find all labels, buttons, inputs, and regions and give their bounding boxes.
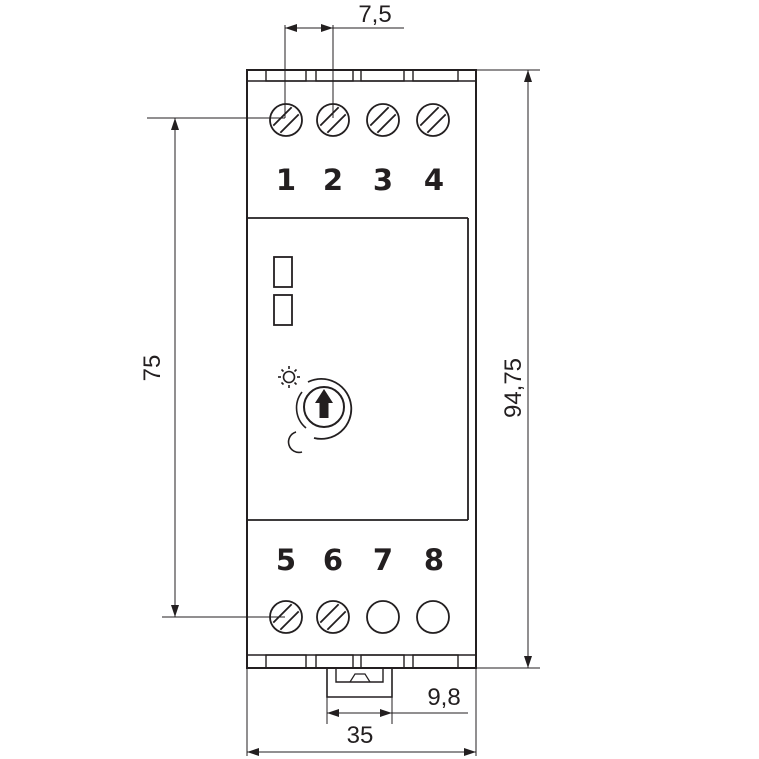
terminal-screw-1 (269, 103, 303, 137)
terminal-screw-6 (316, 600, 350, 634)
terminal-label-4: 4 (424, 163, 444, 197)
top-terminal-slots (265, 69, 459, 82)
up-arrow-icon (315, 389, 333, 418)
terminal-screw-3 (366, 103, 400, 137)
dimension-label-pitch: 7,5 (358, 1, 391, 28)
terminal-label-3: 3 (373, 163, 393, 197)
sensitivity-knob (295, 378, 353, 440)
moon-icon (287, 431, 303, 454)
terminal-screw-7 (366, 600, 400, 634)
dimension-overall-width: 35 (246, 668, 477, 756)
dimension-label-width: 35 (347, 722, 374, 749)
dimension-terminal-pitch: 7,5 (284, 1, 404, 118)
device-housing (246, 69, 477, 669)
terminal-screw-8 (416, 600, 450, 634)
dimension-label-span: 75 (139, 355, 166, 382)
terminal-label-1: 1 (276, 163, 296, 197)
front-panel (273, 256, 353, 454)
bottom-terminal-labels: 5 6 7 8 (276, 543, 444, 577)
bottom-terminal-slots (265, 654, 459, 669)
terminal-label-7: 7 (373, 543, 393, 577)
terminal-label-2: 2 (323, 163, 343, 197)
dimension-label-rail-offset: 9,8 (427, 684, 460, 711)
sun-icon (278, 366, 300, 388)
dimension-label-height: 94,75 (500, 358, 527, 418)
top-terminal-labels: 1 2 3 4 (276, 163, 444, 197)
indicator-led-top (273, 256, 293, 288)
terminal-label-6: 6 (323, 543, 343, 577)
dimension-overall-height: 94,75 (476, 69, 540, 669)
indicator-led-bottom (273, 294, 293, 326)
terminal-screw-4 (416, 103, 450, 137)
terminal-label-5: 5 (276, 543, 296, 577)
terminal-label-8: 8 (424, 543, 444, 577)
top-terminal-screws (269, 103, 450, 137)
din-rail-clip (326, 668, 393, 698)
dimension-rail-offset: 9,8 (326, 684, 468, 724)
dimension-terminal-span: 75 (139, 117, 285, 618)
bottom-terminal-screws (269, 600, 450, 634)
